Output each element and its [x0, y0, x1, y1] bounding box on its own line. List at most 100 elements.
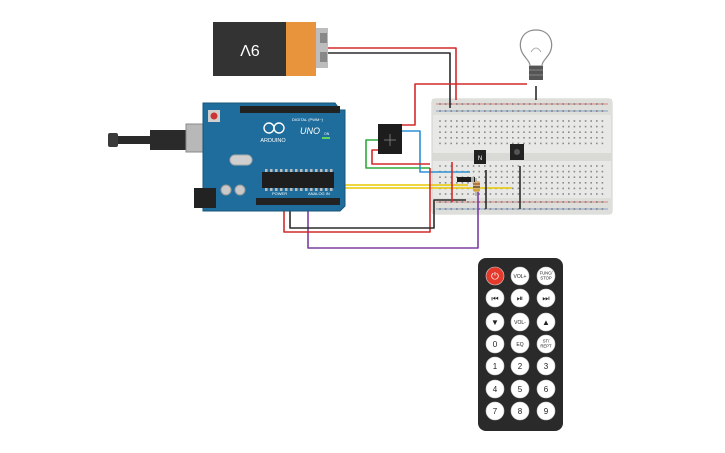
bb-hole	[472, 137, 475, 139]
bb-hole	[506, 137, 508, 139]
bb-hole	[506, 125, 508, 128]
bb-hole	[461, 182, 464, 184]
bb-hole	[584, 137, 587, 139]
diode[interactable]	[457, 177, 475, 182]
bb-hole	[573, 103, 576, 105]
arduino-uno-board[interactable]: ARDUINO UNO DIGITAL (PWM~) POWER ANALOG …	[108, 102, 346, 212]
bb-hole	[590, 182, 592, 184]
bb-hole	[573, 170, 576, 173]
remote-5-button[interactable]: 5	[510, 379, 530, 399]
bb-hole	[596, 201, 598, 203]
bb-hole	[528, 125, 531, 128]
relay-blue-wire	[400, 130, 470, 173]
relay-module[interactable]	[378, 124, 402, 154]
bb-hole	[556, 165, 559, 167]
bb-hole	[467, 182, 469, 184]
remote-eq-button[interactable]: EQ	[510, 334, 530, 354]
remote-1-button[interactable]: 1	[485, 356, 505, 376]
bb-hole	[439, 201, 441, 203]
bb-hole	[590, 170, 592, 173]
remote-func-stop-button[interactable]: FUNC/STOP	[536, 266, 556, 286]
bb-hole	[568, 165, 570, 167]
bb-hole	[444, 137, 447, 139]
bb-hole	[512, 170, 514, 173]
remote-vol-up-button[interactable]: VOL+	[510, 266, 530, 286]
remote-button-face	[485, 356, 505, 376]
bb-hole	[534, 103, 536, 105]
bb-hole	[439, 125, 441, 128]
remote-button-label: 9	[544, 407, 549, 416]
bb-hole	[456, 125, 458, 128]
bb-hole	[467, 165, 469, 167]
bb-hole	[450, 131, 452, 133]
remote-st-rept-button[interactable]: ST/REPT	[536, 334, 556, 354]
bb-hole	[467, 125, 469, 128]
on-led-label: ON	[324, 132, 330, 136]
bulb-base	[529, 66, 543, 80]
remote-button-label: 6	[544, 385, 549, 394]
bb-hole	[484, 137, 486, 139]
bulb-filament	[530, 47, 542, 53]
bb-hole	[534, 208, 536, 210]
bb-hole	[489, 176, 492, 178]
bb-hole	[517, 187, 520, 190]
remote-6-button[interactable]: 6	[536, 379, 556, 399]
chip-pin	[290, 188, 293, 191]
battery-positive-wire	[328, 47, 457, 100]
remote-vol-down-button[interactable]: VOL-	[510, 312, 530, 332]
bb-hole	[534, 120, 536, 122]
battery-label: 9V	[240, 41, 260, 58]
remote-9-button[interactable]: 9	[536, 401, 556, 421]
bb-hole	[534, 137, 536, 139]
resistor[interactable]	[473, 178, 480, 196]
remote-button-label: ⏭	[542, 294, 549, 303]
digital-header	[240, 106, 340, 113]
remote-power-button[interactable]: ⏻	[485, 266, 505, 286]
bb-hole	[506, 131, 508, 133]
bb-hole	[512, 142, 514, 145]
remote-button-label: 5	[518, 385, 523, 394]
bb-hole	[478, 137, 480, 139]
bb-hole	[472, 103, 475, 105]
bb-hole	[450, 110, 452, 112]
bb-hole	[456, 137, 458, 139]
npn-transistor[interactable]: N	[474, 150, 486, 164]
remote-down-button[interactable]: ▼	[485, 312, 505, 332]
remote-button-label: 7	[493, 407, 498, 416]
remote-up-button[interactable]: ▲	[536, 312, 556, 332]
remote-play-pause-button[interactable]: ⏯	[510, 288, 530, 308]
bb-hole	[517, 182, 520, 184]
bb-hole	[573, 125, 576, 128]
bb-hole	[556, 208, 559, 210]
transistor-label: N	[478, 156, 482, 162]
remote-4-button[interactable]: 4	[485, 379, 505, 399]
remote-button-face	[485, 334, 505, 354]
bb-hole	[500, 208, 503, 210]
bb-hole	[540, 110, 542, 112]
remote-8-button[interactable]: 8	[510, 401, 530, 421]
light-bulb[interactable]	[519, 29, 553, 80]
bb-hole	[478, 110, 480, 112]
ir-receiver[interactable]	[510, 144, 524, 160]
bb-hole	[545, 131, 548, 133]
bb-hole	[556, 125, 559, 128]
bb-hole	[478, 193, 480, 195]
bb-hole	[568, 201, 570, 203]
remote-0-button[interactable]: 0	[485, 334, 505, 354]
bb-hole	[534, 131, 536, 133]
remote-7-button[interactable]: 7	[485, 401, 505, 421]
remote-2-button[interactable]: 2	[510, 356, 530, 376]
bb-hole	[596, 137, 598, 139]
bb-hole	[439, 120, 441, 122]
remote-rewind-button[interactable]: ⏮	[485, 288, 505, 308]
remote-forward-button[interactable]: ⏭	[536, 288, 556, 308]
on-led	[322, 137, 330, 139]
battery-9v[interactable]: 9V	[213, 22, 328, 76]
bb-hole	[478, 125, 480, 128]
bb-hole	[444, 165, 447, 167]
bb-hole	[556, 176, 559, 178]
battery-body-orange	[286, 22, 316, 76]
remote-3-button[interactable]: 3	[536, 356, 556, 376]
